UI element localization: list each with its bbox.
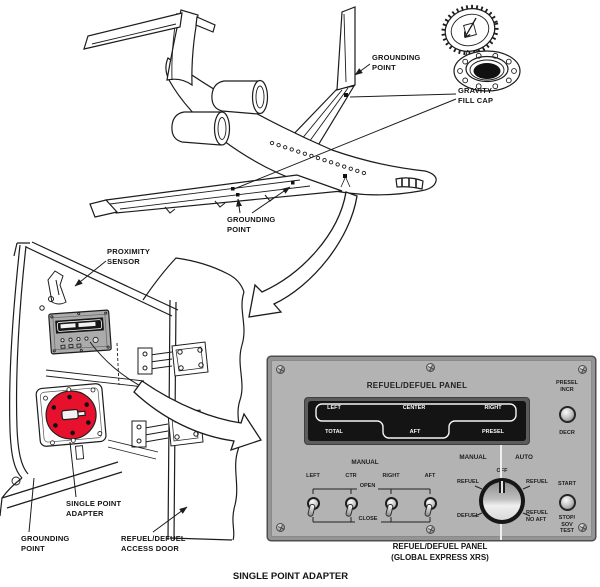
selector-manual-header: MANUAL [459,454,487,461]
switch-label-left: LEFT [306,473,320,479]
t-tail [83,9,216,87]
callout-grounding-point-wing: GROUNDING POINT [227,215,276,234]
screw-icon [276,365,285,374]
screw-icon [426,363,435,372]
toggle-switch-left[interactable] [306,496,320,517]
screw-icon [276,523,285,532]
figure-title: SINGLE POINT ADAPTER [232,571,349,582]
display-label-center: CENTER [402,405,426,411]
panel-markings [312,485,531,523]
screw-icon [426,525,435,534]
fuel-quantity-display: LEFT CENTER RIGHT TOTAL AFT PRESEL [304,397,530,445]
stop-sov-test-label: STOP/ SOV TEST [558,515,576,534]
switch-label-right: RIGHT [382,473,400,479]
display-label-left: LEFT [327,405,341,411]
presel-incr-label: PRESEL INCR [555,380,579,393]
decr-label: DECR [559,430,575,436]
presel-incr-decr-button[interactable] [558,406,576,423]
display-label-right: RIGHT [484,405,502,411]
selector-off-label: OFF [496,468,508,474]
callout-gravity-fill-cap: GRAVITY FILL CAP [458,86,494,105]
arrow-aircraft-to-door [248,191,358,318]
display-label-presel: PRESEL [481,429,505,435]
manual-switches-header: MANUAL [351,459,379,466]
mini-refuel-panel-art [48,309,112,355]
toggle-switch-aft[interactable] [423,496,437,517]
location-markers [231,93,348,197]
toggle-switch-right[interactable] [384,496,398,517]
selector-auto-refuel-label: REFUEL [526,479,548,485]
callout-grounding-point-top: GROUNDING POINT [372,53,421,72]
screw-icon [578,365,587,374]
display-outline [315,403,517,439]
refuel-defuel-panel: REFUEL/DEFUEL PANEL LEFT CENTER RIGHT TO… [268,357,595,540]
open-label: OPEN [359,483,376,489]
callout-proximity-sensor: PROXIMITY SENSOR [107,247,151,266]
hinge-upper-art [137,341,209,377]
winglet-right [336,6,356,91]
skin-torn-edge [232,291,245,541]
switch-label-aft: AFT [424,473,436,479]
access-door-art [0,241,245,541]
callout-grounding-point-door: GROUNDING POINT [21,534,70,553]
callout-single-point-adapter: SINGLE POINT ADAPTER [66,499,122,518]
proximity-sensor-art [39,270,67,311]
panel-caption: REFUEL/DEFUEL PANEL (GLOBAL EXPRESS XRS) [391,542,489,562]
knob-pointer [499,481,505,493]
selector-manual-refuel-label: REFUEL [457,479,479,485]
gravity-fill-cap-art [441,4,521,92]
screw-icon [578,523,587,532]
engine-nacelles [171,79,269,146]
selector-auto-header: AUTO [515,454,533,461]
display-label-total: TOTAL [325,429,343,435]
panel-title: REFUEL/DEFUEL PANEL [366,381,468,390]
mode-selector-knob[interactable] [479,478,525,524]
arrow-door-to-panel [133,380,263,452]
display-label-aft: AFT [409,429,421,435]
selector-manual-defuel-label: DEFUEL [457,513,479,519]
switch-label-ctr: CTR [345,473,357,479]
toggle-switch-ctr[interactable] [344,496,358,517]
start-stop-button[interactable] [558,494,576,511]
callout-refuel-access-door: REFUEL/DEFUEL ACCESS DOOR [121,534,186,553]
aircraft-art [83,6,437,218]
single-point-adapter-art [35,383,107,447]
selector-auto-refuel-no-aft-label: REFUEL NO AFT [526,510,548,523]
close-label: CLOSE [358,516,378,522]
winglet-left [89,199,119,218]
start-label: START [558,481,576,487]
leader-lines [28,63,457,533]
